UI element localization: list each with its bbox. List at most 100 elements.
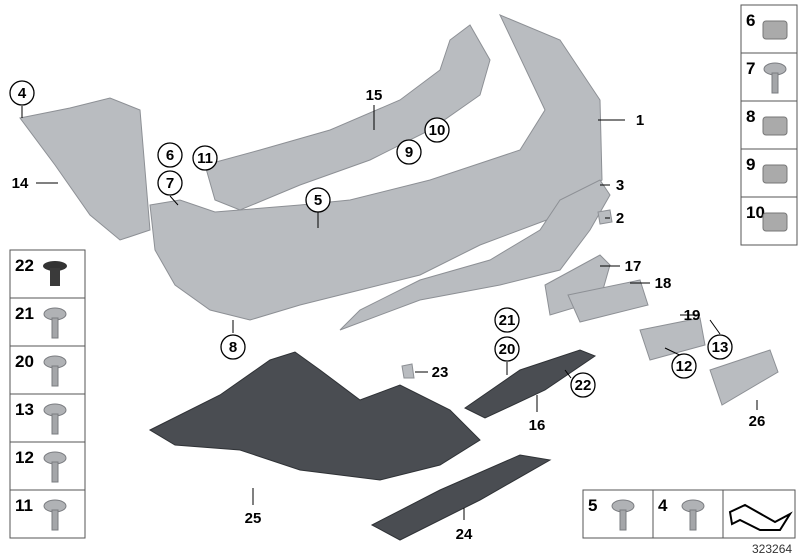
part-bracket-14 <box>19 97 151 241</box>
callout-label: 9 <box>405 144 413 161</box>
callout-label: 19 <box>684 307 701 324</box>
screw-shank-icon <box>689 509 697 531</box>
callout-4: 4 <box>9 80 35 106</box>
clip-nut-icon <box>762 164 788 184</box>
legend-number: 6 <box>746 11 755 30</box>
screw-shank-icon <box>771 72 779 94</box>
callout-2: 2 <box>616 210 624 227</box>
callout-label: 24 <box>456 526 473 543</box>
callout-21: 21 <box>494 307 520 333</box>
callout-label: 26 <box>749 413 766 430</box>
callout-22: 22 <box>570 372 596 398</box>
legend-cell-10: 10 <box>740 196 798 246</box>
screw-shank-icon <box>51 413 59 435</box>
legend-cell-13: 13 <box>9 393 86 443</box>
callout-label: 14 <box>12 175 29 192</box>
callout-label: 10 <box>429 122 446 139</box>
legend-number: 5 <box>588 496 597 515</box>
legend-cell-9: 9 <box>740 148 798 198</box>
callout-circle <box>157 142 183 168</box>
callout-label: 13 <box>712 339 729 356</box>
callout-label: 15 <box>366 87 383 104</box>
legend-cell-6: 6 <box>740 4 798 54</box>
callout-12: 12 <box>671 353 697 379</box>
callout-11: 11 <box>192 145 218 171</box>
part-2 <box>597 209 613 225</box>
direction-arrow-icon <box>728 503 793 531</box>
callout-label: 18 <box>655 275 672 292</box>
callout-label: 11 <box>197 150 213 167</box>
legend-number: 20 <box>15 352 34 371</box>
callout-circle <box>220 334 246 360</box>
part-25 <box>148 351 481 481</box>
part-16 <box>464 349 597 419</box>
callout-circle <box>396 139 422 165</box>
callout-circle <box>494 307 520 333</box>
callout-label: 2 <box>616 210 624 227</box>
legend-number: 10 <box>746 203 765 222</box>
callout-circle <box>424 117 450 143</box>
screw-shank-icon <box>51 509 59 531</box>
callout-label: 7 <box>166 175 174 192</box>
callout-16: 16 <box>529 417 546 434</box>
callout-5: 5 <box>305 187 331 213</box>
callout-18: 18 <box>655 275 672 292</box>
legend-cell-4: 4 <box>652 489 724 539</box>
legend-number: 7 <box>746 59 755 78</box>
callout-14: 14 <box>12 175 29 192</box>
left-fastener-legend: 22 21 20 13 12 11 <box>9 249 86 539</box>
legend-cell-8: 8 <box>740 100 798 150</box>
part-24 <box>370 454 552 541</box>
legend-cell-21: 21 <box>9 297 86 347</box>
legend-number: 12 <box>15 448 34 467</box>
push-rivet-icon <box>43 261 67 271</box>
callout-label: 4 <box>18 85 27 102</box>
callout-circle <box>192 145 218 171</box>
callout-label: 8 <box>229 339 237 356</box>
legend-number: 21 <box>15 304 34 323</box>
callout-1: 1 <box>636 112 644 129</box>
callout-label: 6 <box>166 147 174 164</box>
legend-cell-20: 20 <box>9 345 86 395</box>
callout-circle <box>707 334 733 360</box>
clip-nut-icon <box>762 212 788 232</box>
part-18 <box>567 279 649 323</box>
callout-label: 3 <box>616 177 624 194</box>
callout-label: 22 <box>575 377 592 394</box>
callout-circle <box>494 336 520 362</box>
right-fastener-legend: 6 7 8 9 10 <box>740 4 798 246</box>
callout-17: 17 <box>625 258 642 275</box>
legend-number: 13 <box>15 400 34 419</box>
legend-cell-11: 11 <box>9 489 86 539</box>
part-23 <box>401 363 415 379</box>
part-diffuser-3 <box>339 179 611 331</box>
callout-26: 26 <box>749 413 766 430</box>
screw-shank-icon <box>51 461 59 483</box>
catalog-number: 323264 <box>752 542 792 556</box>
callout-6: 6 <box>157 142 183 168</box>
callout-label: 12 <box>676 358 693 375</box>
legend-number: 9 <box>746 155 755 174</box>
legend-cell-22: 22 <box>9 249 86 299</box>
legend-number: 8 <box>746 107 755 126</box>
callout-label: 23 <box>432 364 449 381</box>
callout-15: 15 <box>366 87 383 104</box>
legend-number: 11 <box>15 496 33 515</box>
part-19 <box>639 317 706 361</box>
part-26 <box>709 349 779 406</box>
callout-25: 25 <box>245 510 262 527</box>
legend-number: 4 <box>658 496 668 515</box>
callout-circle <box>671 353 697 379</box>
legend-cell-7: 7 <box>740 52 798 102</box>
callout-circle <box>157 170 183 196</box>
callout-10: 10 <box>424 117 450 143</box>
callout-circle <box>9 80 35 106</box>
legend-cell-12: 12 <box>9 441 86 491</box>
callout-circle <box>305 187 331 213</box>
callout-19: 19 <box>684 307 701 324</box>
screw-shank-icon <box>619 509 627 531</box>
callout-layer: 1234567891011121314151617181920212223242… <box>9 80 766 543</box>
legend-cell-5: 5 <box>582 489 654 539</box>
